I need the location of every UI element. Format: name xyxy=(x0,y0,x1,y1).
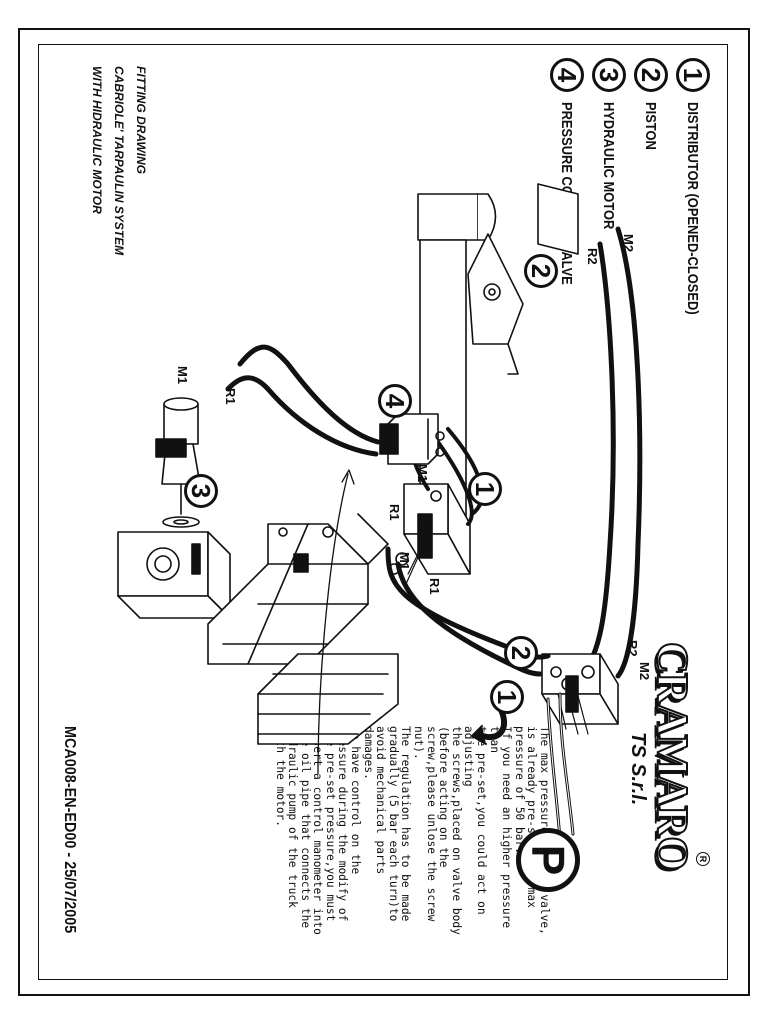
port-label-m1: M1 xyxy=(175,366,190,385)
inner-border xyxy=(38,44,728,980)
truck-body-sketch xyxy=(207,513,399,745)
callout-piston: 2 xyxy=(524,254,558,288)
port-label-r1: R1 xyxy=(387,504,402,521)
callout-piston-bottom: 2 xyxy=(504,636,538,670)
pressure-valve-drawing xyxy=(379,413,445,465)
callout-distributor: 1 xyxy=(468,472,502,506)
port-label-r2: R2 xyxy=(625,640,640,657)
hose-r1-top xyxy=(225,375,379,457)
hose-r1-mid xyxy=(395,561,543,677)
distributor-drawing xyxy=(388,483,471,585)
distributor-bottom-drawing xyxy=(541,653,619,735)
pump-p-badge: P xyxy=(516,828,580,892)
hose-r2-piston xyxy=(587,241,616,665)
port-label-m1: M1 xyxy=(397,552,412,571)
port-label-r1: R1 xyxy=(427,578,442,595)
callout-distributor-bottom: 1 xyxy=(490,680,524,714)
rotated-drawing-plane: 1 DISTRIBUTOR (OPENED-CLOSED) 2 PISTON 3… xyxy=(38,44,728,980)
hose-m1-top xyxy=(237,344,381,445)
port-label-m2: M2 xyxy=(621,234,636,253)
port-label-r1: R1 xyxy=(223,388,238,405)
fitting-drawing xyxy=(117,183,643,841)
callout-valve: 4 xyxy=(378,384,412,418)
outer-border xyxy=(18,28,750,996)
hose-m2-piston xyxy=(615,226,643,679)
port-label-r2: R2 xyxy=(585,248,600,265)
hydraulic-motor-drawing xyxy=(117,397,231,619)
port-label-m1: M1 xyxy=(415,464,430,483)
callout-motor: 3 xyxy=(184,474,218,508)
port-label-m2: M2 xyxy=(637,662,652,681)
